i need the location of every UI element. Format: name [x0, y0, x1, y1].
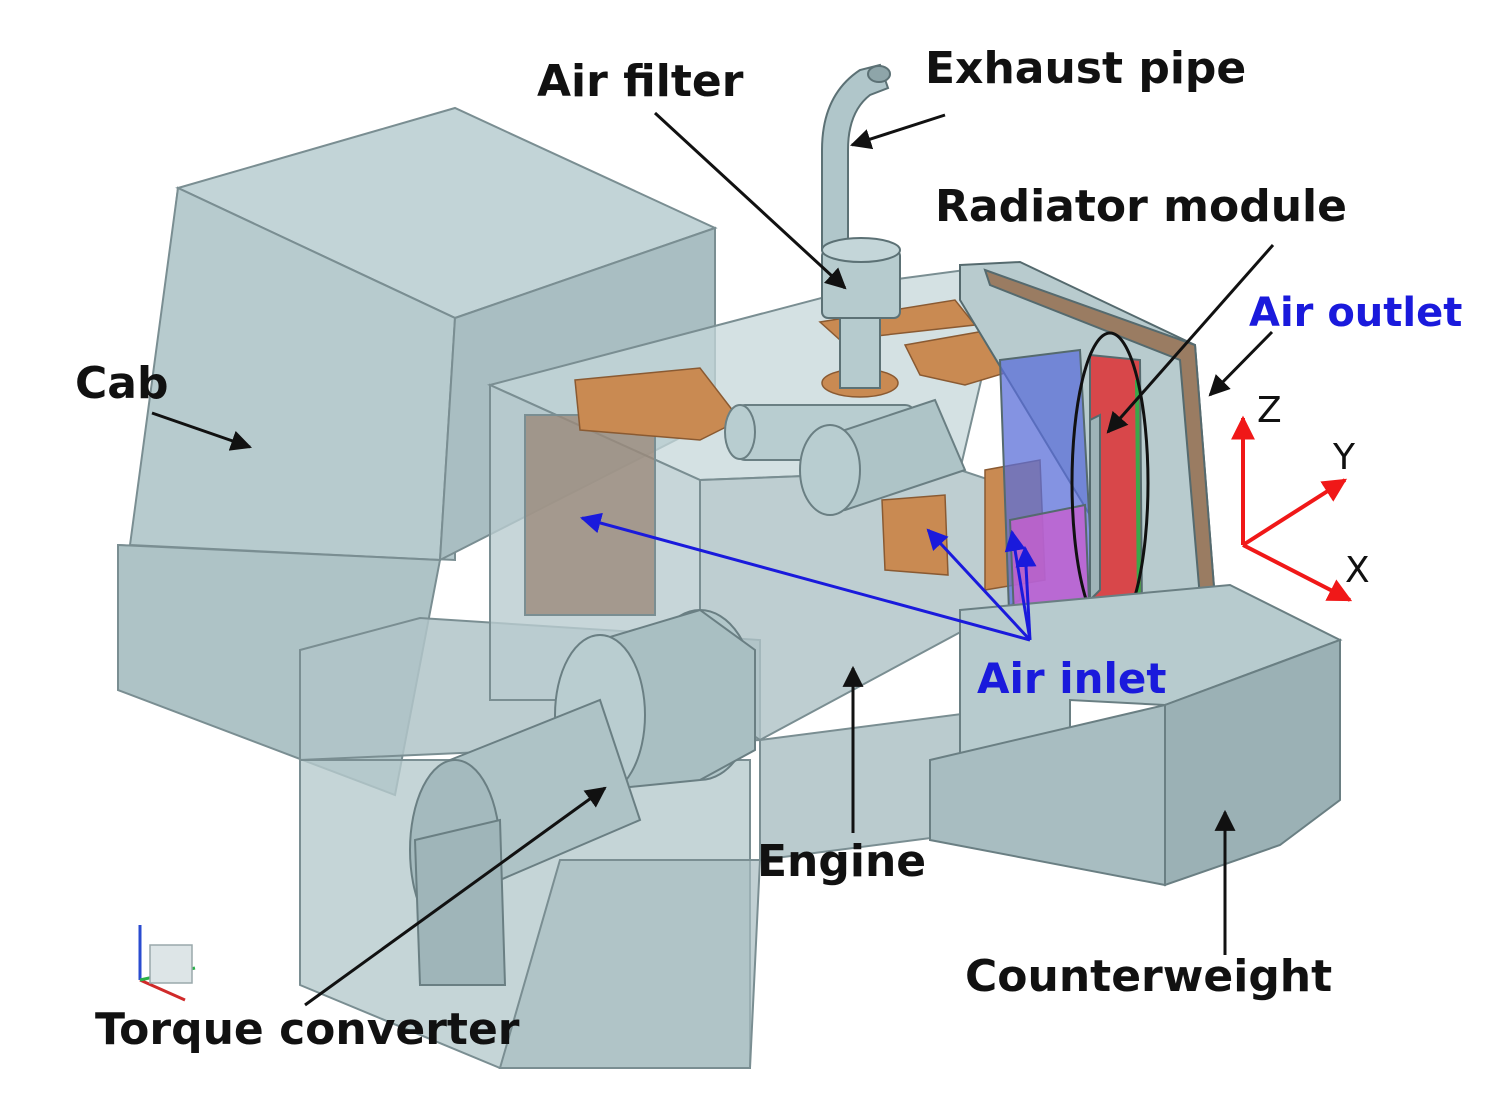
label-exhaust-pipe: Exhaust pipe	[925, 43, 1247, 94]
arrow-radiator-module	[1106, 244, 1275, 434]
axis-y-label: Y	[1333, 437, 1355, 478]
label-air-inlet: Air inlet	[977, 654, 1167, 703]
axis-y-line	[1241, 478, 1348, 547]
torque-converter-body	[409, 608, 756, 986]
arrow-air-inlet-front	[579, 512, 1031, 642]
exhaust-pipe-body	[821, 63, 891, 251]
label-engine: Engine	[757, 836, 927, 887]
axis-triad	[1231, 415, 1353, 602]
intake-cylinders	[724, 398, 967, 516]
label-torque-converter: Torque converter	[95, 1004, 520, 1055]
label-air-outlet: Air outlet	[1249, 290, 1463, 336]
axis-x-line	[1242, 543, 1353, 602]
label-cab: Cab	[75, 358, 169, 409]
arrow-exhaust-pipe	[850, 113, 946, 150]
arrow-air-inlet-mid	[1004, 529, 1032, 641]
arrow-air-inlet-right	[1015, 545, 1037, 641]
axis-x-label: X	[1345, 550, 1370, 591]
arrow-torque-converter	[304, 786, 607, 1007]
air-filter-body	[821, 237, 901, 389]
arrow-air-filter	[653, 111, 847, 290]
counterweight-body	[929, 583, 1343, 887]
label-radiator-module: Radiator module	[935, 181, 1347, 232]
radiator-assembly	[959, 260, 1217, 642]
axis-z-label: Z	[1257, 390, 1282, 431]
view-cube-icon	[138, 925, 196, 1002]
label-counterweight: Counterweight	[965, 951, 1333, 1002]
arrow-air-inlet-left	[926, 528, 1032, 642]
label-air-filter: Air filter	[537, 56, 744, 107]
arrow-air-outlet	[1208, 330, 1274, 397]
arrow-cab	[151, 411, 252, 451]
